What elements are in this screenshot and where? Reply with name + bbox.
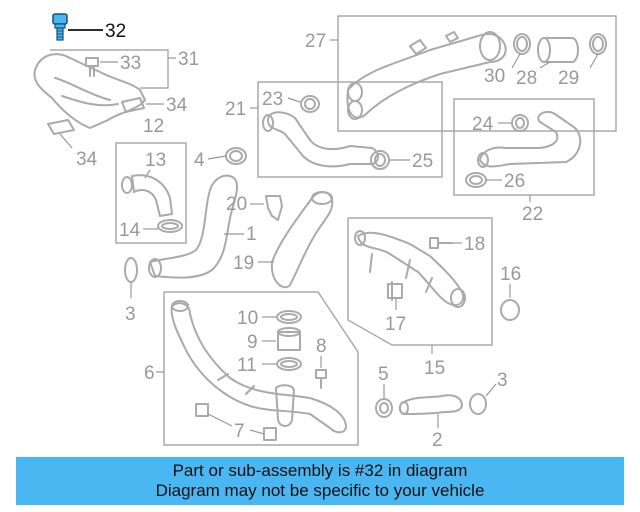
leader-30 (511, 53, 521, 69)
box-15 (347, 217, 493, 346)
part-14-clamp (157, 219, 183, 233)
part-10-clamp (276, 310, 302, 324)
part-34-clip-right (121, 97, 145, 113)
label-31[interactable]: 31 (178, 49, 199, 70)
parts-diagram: 32 33 31 34 12 34 27 30 28 (33, 13, 617, 451)
box-21 (257, 81, 443, 178)
part-11-clamp (276, 357, 302, 371)
label-25[interactable]: 25 (412, 151, 433, 172)
part-4-clamp (225, 147, 247, 165)
part-5-clamp (375, 398, 393, 418)
label-15[interactable]: 15 (424, 358, 445, 379)
part-15-pipe (354, 230, 466, 308)
part-21-hose (262, 111, 379, 168)
leader-3b (485, 383, 497, 397)
box-12 (115, 142, 187, 244)
label-21[interactable]: 21 (225, 99, 246, 120)
label-30[interactable]: 30 (484, 66, 505, 87)
part-30-clamp (513, 33, 531, 55)
label-10[interactable]: 10 (237, 308, 258, 329)
label-2[interactable]: 2 (432, 430, 443, 451)
part-16-oring (500, 299, 520, 321)
label-22[interactable]: 22 (522, 204, 543, 225)
part-27-pipe (346, 31, 507, 120)
label-5[interactable]: 5 (378, 364, 389, 385)
label-18[interactable]: 18 (464, 234, 485, 255)
info-banner: Part or sub-assembly is #32 in diagram D… (16, 457, 624, 505)
part-18-bolt (429, 237, 453, 249)
label-28[interactable]: 28 (516, 68, 537, 89)
label-34a[interactable]: 34 (166, 95, 188, 116)
label-9[interactable]: 9 (247, 332, 258, 353)
label-23[interactable]: 23 (262, 89, 283, 110)
part-25-clamp (370, 150, 390, 170)
label-6[interactable]: 6 (144, 363, 155, 384)
leader-13 (144, 169, 151, 179)
label-14[interactable]: 14 (119, 220, 141, 241)
part-19-tube (270, 191, 334, 289)
part-7-grommet-left (195, 403, 209, 417)
part-6-pipe (170, 300, 347, 434)
part-28-hose (537, 37, 579, 63)
box-22 (453, 98, 595, 196)
part-1-hose (148, 174, 239, 279)
leader-28 (539, 61, 551, 69)
label-17[interactable]: 17 (385, 314, 406, 335)
part-32-bolt[interactable] (52, 13, 68, 41)
part-8-bolt (315, 369, 327, 389)
part-29-clamp (589, 33, 607, 55)
label-13[interactable]: 13 (145, 150, 166, 171)
leader-7a (207, 413, 233, 427)
leader-29 (589, 53, 599, 69)
part-24-clamp (511, 114, 529, 132)
label-24[interactable]: 24 (472, 114, 494, 135)
part-3-oring-right (469, 393, 487, 415)
label-4[interactable]: 4 (194, 150, 205, 171)
banner-line-2: Diagram may not be specific to your vehi… (155, 481, 485, 500)
part-26-clamp (465, 172, 487, 188)
part-13-elbow (121, 174, 173, 217)
part-7-grommet-right (263, 427, 277, 441)
part-3-oring-left (124, 257, 138, 283)
label-7[interactable]: 7 (234, 421, 245, 442)
label-16[interactable]: 16 (500, 264, 521, 285)
label-33[interactable]: 33 (120, 53, 141, 74)
label-11[interactable]: 11 (237, 355, 257, 376)
banner-line-1: Part or sub-assembly is #32 in diagram (172, 461, 468, 480)
part-17-grommet (387, 281, 403, 301)
leader-34b (59, 133, 73, 149)
label-29[interactable]: 29 (558, 68, 579, 89)
leader-23 (287, 97, 301, 103)
part-33-bolt (85, 57, 99, 77)
part-31-bracket (33, 53, 146, 129)
label-3b[interactable]: 3 (497, 370, 508, 391)
label-1[interactable]: 1 (246, 224, 257, 245)
label-32[interactable]: 32 (105, 21, 126, 42)
label-27[interactable]: 27 (305, 31, 326, 52)
label-3a[interactable]: 3 (125, 304, 136, 325)
part-23-clamp (300, 95, 320, 113)
part-22-hose (477, 110, 582, 168)
part-34-clip-left (47, 119, 75, 135)
box-6 (163, 291, 359, 446)
label-34b[interactable]: 34 (76, 149, 98, 170)
part-2-hose (398, 394, 463, 415)
label-19[interactable]: 19 (233, 253, 254, 274)
leader-31 (50, 49, 169, 89)
label-20[interactable]: 20 (226, 194, 247, 215)
part-20-bracket (265, 195, 283, 221)
box-27 (337, 15, 617, 132)
part-9-sleeve (277, 327, 301, 351)
leader-4 (207, 155, 227, 160)
label-8[interactable]: 8 (316, 336, 327, 357)
label-12[interactable]: 12 (143, 116, 164, 137)
leader-7b (249, 429, 265, 435)
label-26[interactable]: 26 (504, 171, 525, 192)
